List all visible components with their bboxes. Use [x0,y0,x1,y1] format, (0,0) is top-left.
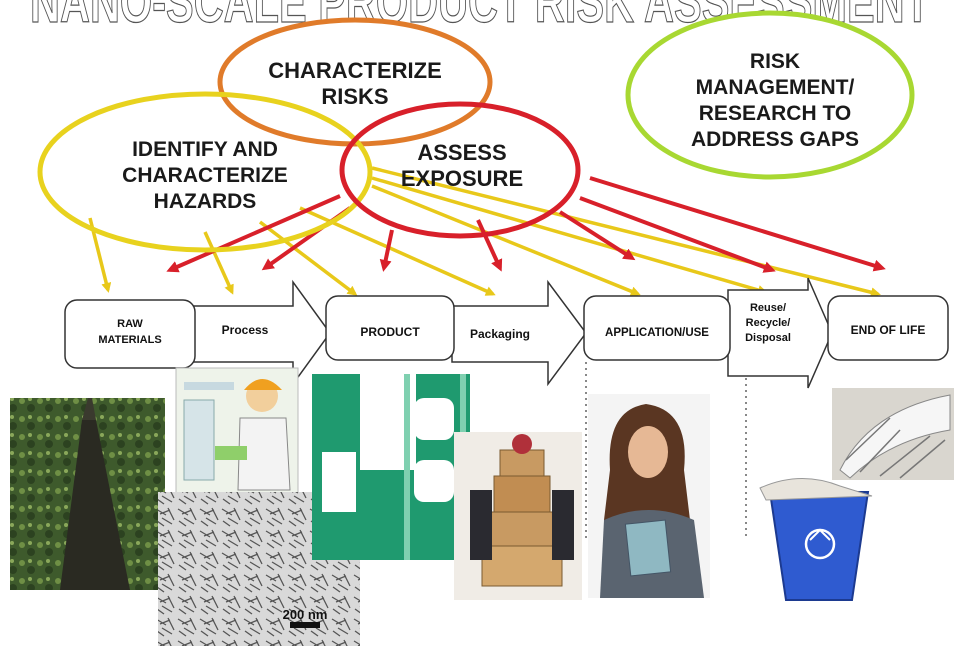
packaging-arrow [451,279,587,387]
packaging-label: Packaging [470,327,530,341]
end-of-life-label: END OF LIFE [851,323,926,337]
worker-photo [175,367,299,499]
process-label: Process [222,323,269,337]
scale-bar-label: 200 nm [283,607,328,622]
raw-materials-box [64,299,196,369]
red-arrow [476,219,503,272]
tree-photo [10,398,165,590]
yellow-arrow [203,231,234,295]
red-arrow [579,196,776,273]
oval-characterize-risks: CHARACTERIZE RISKS [217,17,493,147]
red-arrow [379,229,394,272]
woman-photo [588,394,710,598]
oval-identify-hazards: IDENTIFY AND CHARACTERIZE HAZARDS [37,91,373,253]
oval-line: ADDRESS GAPS [691,128,859,151]
shredded-paper-photo [832,388,954,480]
red-arrows [166,176,886,273]
oval-line: RISK [750,50,800,73]
reuse-label: Recycle/ [746,317,791,329]
yellow-arrow [371,184,641,296]
oval-risk-management: RISK MANAGEMENT/ RESEARCH TO ADDRESS GAP… [625,10,915,180]
yellow-arrow [371,176,768,295]
raw-materials-label: RAW [117,318,143,330]
oval-line: RISKS [321,84,388,109]
reuse-label: Reuse/ [750,302,786,314]
yellow-arrow [371,166,881,298]
yellow-arrows [88,166,881,298]
oval-line: IDENTIFY AND [132,138,278,161]
oval-line: MANAGEMENT/ [696,76,855,99]
red-arrow [589,176,886,272]
product-box [325,295,455,361]
yellow-arrow [258,220,358,296]
oval-line: CHARACTERIZE [268,58,442,83]
packaging-photo [454,432,582,600]
oval-line: RESEARCH TO [699,102,851,125]
oval-line: EXPOSURE [401,166,523,191]
oval-line: CHARACTERIZE [122,164,288,187]
recycle-bin-photo [750,470,880,604]
oval-line: ASSESS [417,140,506,165]
end-of-life-box [827,295,949,361]
product-label: PRODUCT [360,325,420,339]
red-arrow [558,210,636,261]
oval-assess-exposure: ASSESS EXPOSURE [339,101,581,239]
reuse-label: Disposal [745,332,791,344]
raw-materials-label: MATERIALS [98,334,161,346]
process-arrow [189,279,331,387]
application-label: APPLICATION/USE [605,327,709,339]
lifecycle-flow [64,277,949,389]
application-box [583,295,731,361]
red-arrow [166,194,341,273]
oval-line: HAZARDS [154,190,257,213]
film-photo [312,374,470,560]
reuse-arrow [727,277,833,389]
lifecycle-labels: RAW MATERIALS Process PRODUCT Packaging … [98,302,925,346]
